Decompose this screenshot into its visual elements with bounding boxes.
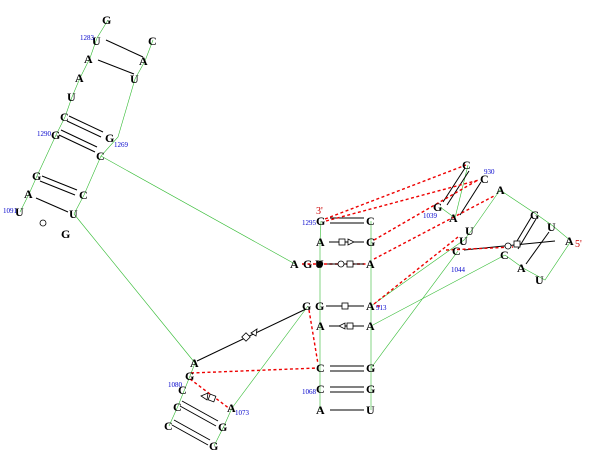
three-prime-label: 3' — [316, 206, 323, 217]
nucleotide: A — [316, 403, 325, 417]
nucleotide: U — [535, 273, 544, 287]
triangle-symbol — [200, 392, 209, 401]
nucleotide: A — [316, 319, 325, 333]
nucleotide: G — [218, 420, 227, 434]
square-symbol — [338, 238, 346, 246]
circle-symbol — [39, 219, 47, 227]
position-number: 1091 — [3, 207, 18, 215]
square-symbol — [346, 260, 354, 268]
position-number: 1290 — [37, 130, 52, 138]
nucleotide: A — [366, 319, 375, 333]
nucleotide: G — [316, 214, 325, 228]
nucleotide: A — [139, 54, 148, 68]
nucleotide: A — [227, 401, 236, 415]
filled-circle-symbol — [316, 260, 324, 268]
backbone-lines — [19, 19, 572, 447]
nucleotide: A — [75, 71, 84, 85]
nucleotide: A — [565, 234, 574, 248]
nucleotide: G — [185, 369, 194, 383]
nucleotide: A — [290, 257, 299, 271]
position-number: 1039 — [423, 212, 438, 220]
nucleotide: U — [130, 72, 139, 86]
nucleotide: C — [452, 244, 461, 258]
nucleotide: A — [316, 235, 325, 249]
nucleotide: G — [433, 200, 442, 214]
nucleotide: U — [459, 234, 468, 248]
nucleotide: G — [530, 208, 539, 222]
position-number: 1283 — [80, 34, 95, 42]
nucleotide: C — [79, 188, 88, 202]
nucleotide-labels: G U C A A A U U C G G C G C A U U G A G … — [15, 13, 574, 453]
nucleotide: A — [366, 299, 375, 313]
position-number: 930 — [484, 168, 495, 176]
nucleotide: A — [366, 257, 375, 271]
nucleotide: A — [517, 261, 526, 275]
square-symbol — [346, 322, 354, 330]
nucleotide: C — [164, 419, 173, 433]
nucleotide: U — [15, 205, 24, 219]
nucleotide: C — [366, 214, 375, 228]
nucleotide: A — [449, 211, 458, 225]
nucleotide: G — [303, 257, 312, 271]
position-numbers: 1283 1290 1269 1091 1080 1073 1295 1068 … — [3, 34, 495, 417]
nucleotide: G — [366, 235, 375, 249]
position-number: 913 — [376, 304, 387, 312]
strand-termini: 3' 5' — [316, 206, 582, 250]
position-number: 1068 — [302, 388, 317, 396]
five-prime-label: 5' — [575, 239, 582, 250]
square-symbol — [207, 393, 217, 403]
nucleotide: A — [496, 183, 505, 197]
nucleotide: U — [547, 220, 556, 234]
nucleotide: G — [315, 299, 324, 313]
nucleotide: A — [84, 52, 93, 66]
position-number: 1073 — [235, 409, 250, 417]
nucleotide: G — [32, 169, 41, 183]
tertiary-interactions — [189, 164, 514, 410]
nucleotide: C — [500, 248, 509, 262]
nucleotide: C — [316, 361, 325, 375]
nucleotide: G — [302, 299, 311, 313]
nucleotide: G — [105, 131, 114, 145]
nucleotide: C — [178, 383, 187, 397]
nucleotide: G — [366, 382, 375, 396]
nucleotide: G — [51, 128, 60, 142]
position-number: 1269 — [114, 141, 129, 149]
nucleotide: C — [96, 149, 105, 163]
position-number: 1295 — [302, 219, 317, 227]
circle-symbol — [337, 260, 345, 268]
nucleotide: G — [366, 361, 375, 375]
square-symbol — [513, 240, 521, 248]
nucleotide: G — [61, 227, 70, 241]
nucleotide: U — [465, 224, 474, 238]
triangle-symbol — [347, 238, 355, 246]
circle-symbol — [504, 242, 512, 250]
nucleotide: C — [316, 382, 325, 396]
diamond-symbol — [241, 332, 251, 342]
nucleotide: U — [366, 403, 375, 417]
triangle-symbol — [338, 322, 346, 330]
nucleotide: G — [209, 439, 218, 453]
nucleotide: G — [102, 13, 111, 27]
position-number: 1044 — [451, 266, 466, 274]
nucleotide: U — [69, 207, 78, 221]
square-symbol — [341, 302, 349, 310]
noncanonical-pairs — [39, 219, 521, 403]
nucleotide: U — [315, 257, 324, 271]
nucleotide: C — [480, 172, 489, 186]
nucleotide: U — [92, 34, 101, 48]
position-number: 1080 — [168, 381, 183, 389]
nucleotide: A — [190, 356, 199, 370]
nucleotide: A — [24, 187, 33, 201]
nucleotide: C — [60, 110, 69, 124]
nucleotide: C — [173, 400, 182, 414]
nucleotide: U — [67, 90, 76, 104]
triangle-symbol — [250, 328, 258, 337]
nucleotide: C — [148, 34, 157, 48]
nucleotide: C — [462, 158, 471, 172]
base-pair-lines — [35, 39, 556, 446]
